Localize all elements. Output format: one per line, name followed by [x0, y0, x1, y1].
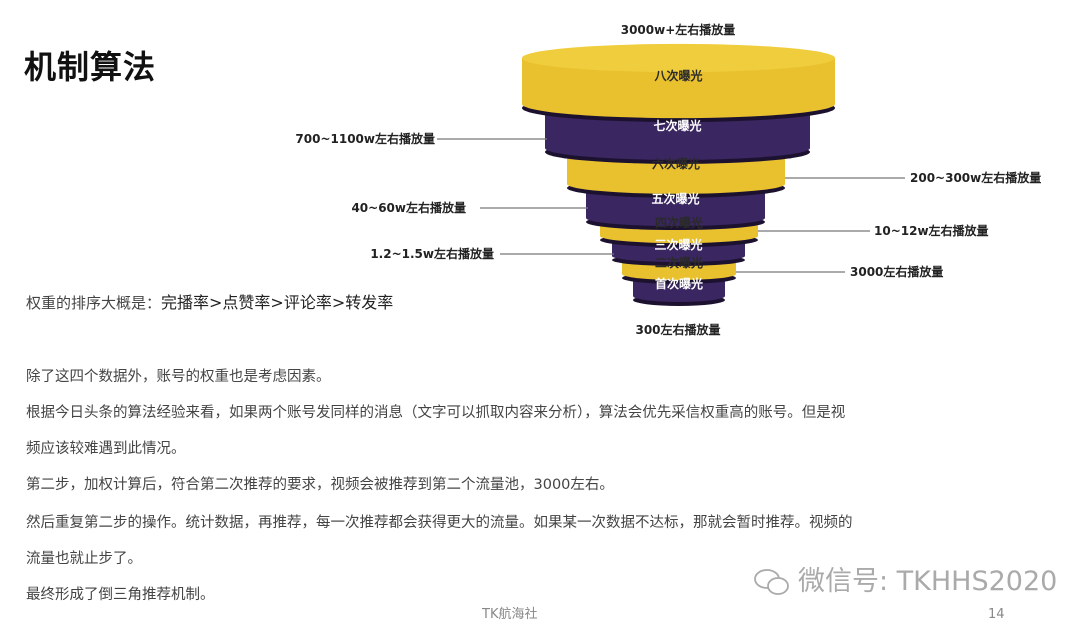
tier-label: 六次曝光: [652, 156, 700, 171]
wechat-icon: [754, 569, 789, 595]
tier-label: 三次曝光: [654, 237, 702, 252]
paragraph: 第二步，加权计算后，符合第二次推荐的要求，视频会被推荐到第二个流量池，3000左…: [26, 477, 614, 493]
tier-label: 五次曝光: [651, 191, 699, 206]
paragraph: 频应该较难遇到此情况。: [26, 441, 186, 457]
weight-ranking: 权重的排序大概是：完播率>点赞率>评论率>转发率: [26, 289, 393, 313]
ranking-order: 完播率>点赞率>评论率>转发率: [161, 293, 394, 312]
paragraph: 然后重复第二步的操作。统计数据，再推荐，每一次推荐都会获得更大的流量。如果某一次…: [26, 515, 853, 531]
footer-brand: TK航海社: [482, 607, 538, 622]
funnel-bottom-label: 300左右播放量: [635, 322, 720, 337]
tier-label: 二次曝光: [655, 255, 703, 270]
tier-label: 首次曝光: [655, 276, 703, 291]
tier-label: 四次曝光: [655, 215, 703, 230]
wechat-watermark: 微信号: TKHHS2020: [752, 566, 1057, 598]
annotation-label: 3000左右播放量: [850, 264, 943, 279]
page-title: 机制算法: [24, 48, 157, 86]
watermark-text: 微信号: TKHHS2020: [798, 566, 1058, 597]
page-number: 14: [988, 607, 1005, 622]
annotation-label: 40~60w左右播放量: [351, 200, 466, 215]
tier-top: [522, 43, 835, 73]
tier-label: 七次曝光: [653, 118, 701, 133]
paragraph: 根据今日头条的算法经验来看，如果两个账号发同样的消息（文字可以抓取内容来分析），…: [26, 405, 846, 421]
ranking-prefix: 权重的排序大概是：: [26, 294, 162, 312]
tier-label: 八次曝光: [653, 68, 702, 83]
paragraph: 最终形成了倒三角推荐机制。: [26, 587, 215, 603]
paragraph: 除了这四个数据外，账号的权重也是考虑因素。: [26, 369, 331, 385]
annotation-label: 1.2~1.5w左右播放量: [370, 246, 494, 261]
annotation-label: 700~1100w左右播放量: [295, 131, 435, 146]
annotation-label: 10~12w左右播放量: [874, 223, 989, 238]
annotation-label: 200~300w左右播放量: [910, 170, 1041, 185]
funnel-tier: [522, 43, 835, 123]
funnel-top-label: 3000w+左右播放量: [621, 22, 736, 37]
paragraph: 流量也就止步了。: [26, 551, 142, 567]
